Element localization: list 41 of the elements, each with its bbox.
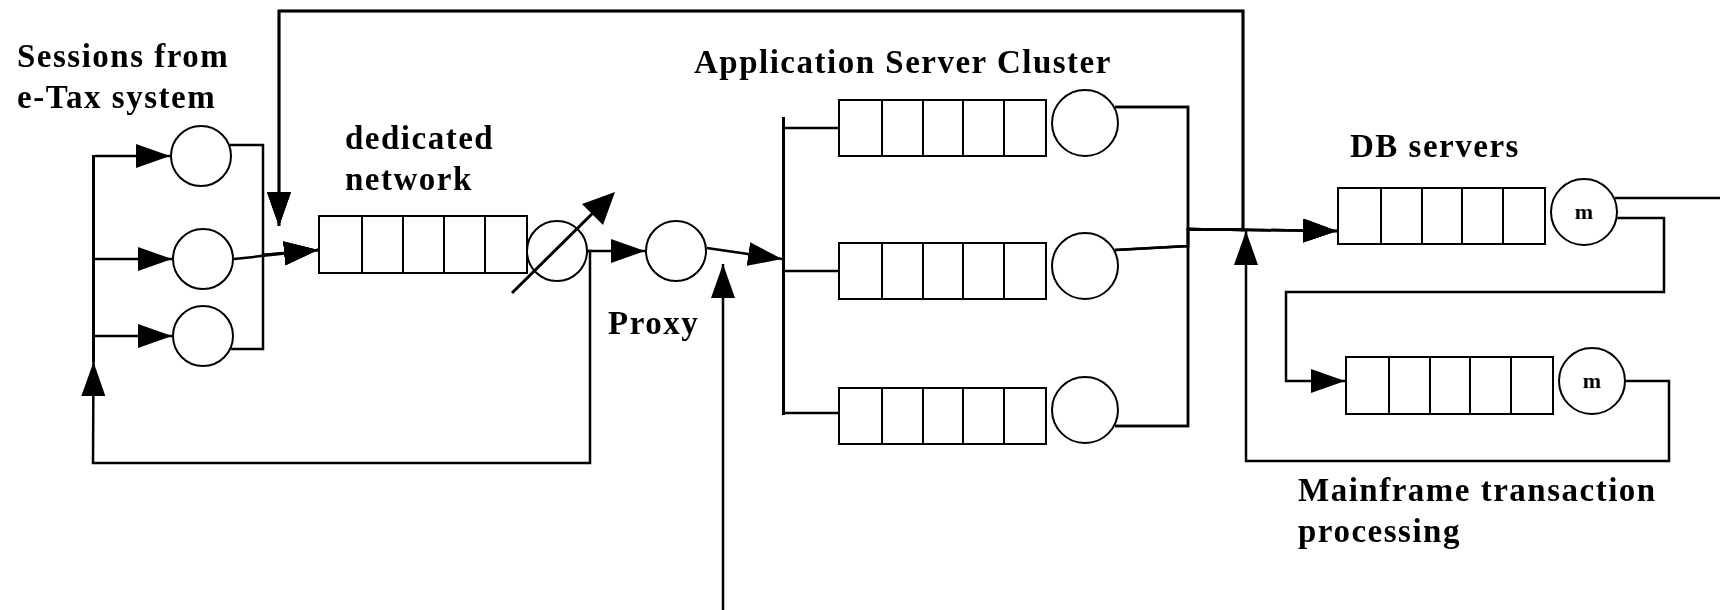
queue-box: [318, 215, 528, 274]
arrow: [1284, 216, 1666, 393]
server-circle: [1558, 347, 1626, 415]
server-circle: [1051, 376, 1119, 444]
arrow: [706, 242, 783, 266]
arrow: [1234, 231, 1671, 463]
server-label: m: [1582, 369, 1602, 393]
arrow: [711, 264, 735, 610]
bus-bar: [92, 155, 95, 362]
queue-box: [838, 99, 1047, 157]
server-circle: [1550, 178, 1618, 246]
server-circle: [172, 228, 234, 290]
connector-line: [785, 126, 838, 130]
server-circle: [526, 220, 588, 282]
queue-box: [838, 387, 1047, 445]
connector-line: [785, 269, 838, 273]
server-circle: [1051, 89, 1119, 157]
node-caption: DB servers: [1350, 127, 1521, 166]
arrow: [95, 324, 172, 348]
server-label: m: [1574, 200, 1594, 224]
server-circle: [1051, 232, 1119, 300]
bus-bar: [782, 117, 785, 415]
node-caption: dedicated network: [345, 119, 496, 199]
connector-line: [785, 411, 838, 415]
group-heading: Mainframe transaction processing: [1298, 471, 1658, 551]
arrow: [81, 249, 592, 465]
node-caption: Proxy: [608, 304, 701, 343]
arrow: [95, 247, 172, 271]
queue-box: [1345, 356, 1554, 415]
server-circle: [172, 305, 234, 367]
queue-box: [838, 242, 1047, 300]
server-circle: [645, 220, 707, 282]
arrow: [1115, 218, 1337, 428]
arrow: [588, 239, 645, 263]
group-heading: Application Server Cluster: [694, 43, 1113, 82]
connector-line: [1615, 196, 1720, 200]
queue-box: [1337, 187, 1546, 245]
group-heading: Sessions from e-Tax system: [17, 37, 231, 117]
server-circle: [170, 125, 232, 187]
arrow: [231, 241, 319, 351]
arrow: [95, 144, 170, 168]
